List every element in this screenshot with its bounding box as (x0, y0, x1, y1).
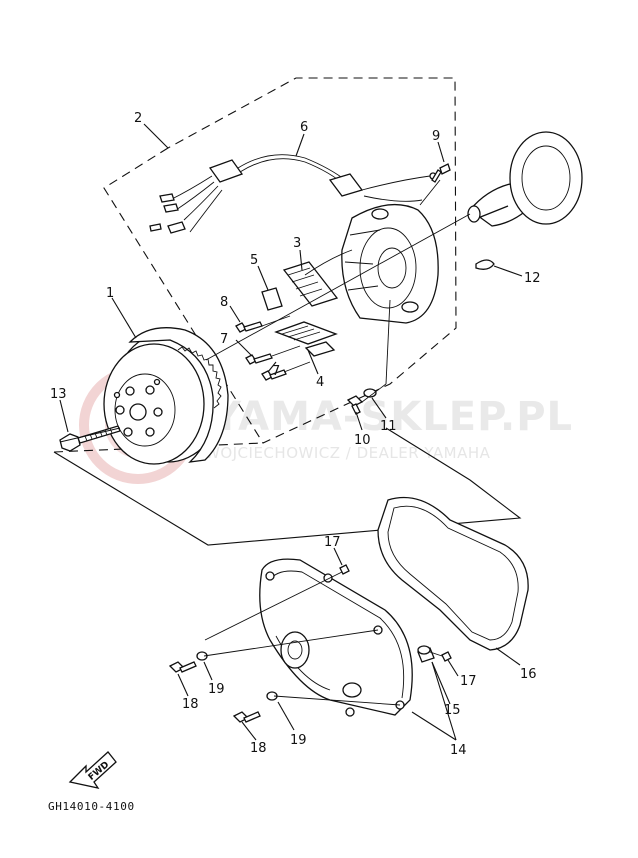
screw-8 (235, 321, 263, 333)
callout-19a: 19 (208, 682, 225, 697)
callout-14: 14 (450, 743, 467, 758)
screw-7-lower (261, 369, 287, 381)
callout-1: 1 (106, 286, 114, 301)
stator-plate (341, 204, 439, 324)
callout-5: 5 (250, 253, 258, 268)
bolt-18-lower (232, 711, 261, 723)
bolt-18-upper (168, 661, 197, 673)
fwd-arrow: FWD (68, 751, 117, 789)
callout-6: 6 (300, 120, 308, 135)
dowel-pin (417, 645, 435, 663)
callout-18a: 18 (182, 697, 199, 712)
screw-10 (346, 395, 364, 415)
callout-17a: 17 (324, 535, 341, 550)
callout-18b: 18 (250, 741, 267, 756)
woodruff-key (475, 259, 495, 270)
callout-13: 13 (50, 387, 67, 402)
callout-8: 8 (220, 295, 228, 310)
callout-10: 10 (354, 433, 371, 448)
callout-3: 3 (293, 236, 301, 251)
leader-lines (59, 123, 523, 741)
callout-9: 9 (432, 129, 440, 144)
stator-assembly-outline (103, 77, 457, 444)
flywheel-rotor (103, 327, 229, 465)
crankcase-cover (259, 558, 413, 717)
assembly-lines (59, 179, 471, 706)
group-outline (53, 427, 522, 546)
callout-16: 16 (520, 667, 537, 682)
pickup-coil (274, 321, 338, 357)
wire-harness (149, 154, 437, 234)
charge-coil (261, 249, 353, 311)
watermark-title: YAMA-SKLEP.PL (211, 394, 573, 440)
callout-15: 15 (444, 703, 461, 718)
callout-11: 11 (380, 419, 397, 434)
screw-9 (431, 163, 451, 183)
crankshaft (467, 131, 583, 227)
callout-2: 2 (134, 111, 142, 126)
watermark-subtitle: WOJCIECHOWICZ / DEALER YAMAHA (205, 444, 491, 462)
callout-4: 4 (316, 375, 324, 390)
callout-12: 12 (524, 271, 541, 286)
callout-19b: 19 (290, 733, 307, 748)
screw-7-upper (245, 353, 273, 365)
diagram-code: GH14010-4100 (48, 800, 135, 813)
cover-gasket (377, 496, 529, 651)
callout-7b: 7 (272, 364, 280, 379)
callout-7a: 7 (220, 332, 228, 347)
plug-bolt-17-lower (441, 651, 452, 662)
callout-17b: 17 (460, 674, 477, 689)
washer-11 (363, 388, 377, 398)
callout-labels: 1 2 3 4 5 6 7 7 8 9 10 11 12 13 14 15 16… (50, 111, 541, 758)
